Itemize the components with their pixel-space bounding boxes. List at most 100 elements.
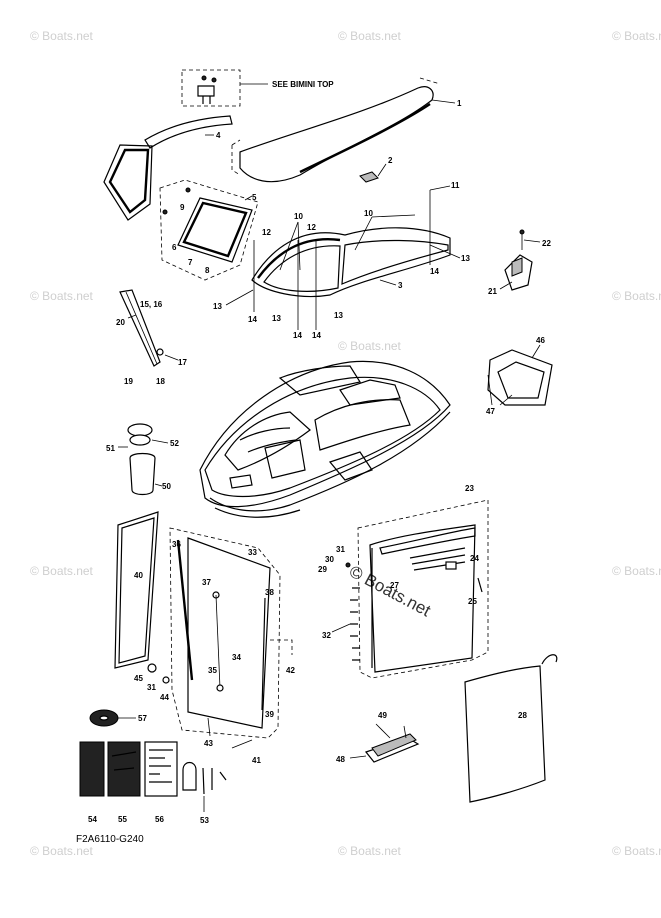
leader-line [279, 221, 299, 271]
gasket-28 [464, 665, 546, 803]
callout-40: 40 [134, 571, 143, 580]
callout-35: 35 [208, 666, 217, 675]
callout-3: 3 [398, 281, 403, 290]
callout-9: 9 [180, 203, 185, 212]
hull-seat-back [264, 439, 306, 479]
callout-53: 53 [200, 816, 209, 825]
liner-fastener [345, 562, 351, 568]
handle-group: 49 48 [336, 711, 420, 764]
callout-17: 17 [178, 358, 187, 367]
callout-1: 1 [457, 99, 462, 108]
side-glass-right [341, 239, 449, 285]
door-screw [207, 717, 211, 737]
rail-clip [359, 171, 379, 183]
hull-outline [199, 360, 451, 508]
manual-56 [144, 741, 178, 797]
leader-line [349, 755, 367, 759]
callout-5: 5 [252, 193, 257, 202]
watermark: © Boats.net [338, 29, 402, 43]
callout-14b: 14 [293, 331, 302, 340]
left-liner-panel: 40 [114, 511, 159, 669]
handle-screw [403, 725, 407, 739]
cup-holder-ring [127, 423, 153, 437]
hull-deck [204, 376, 441, 498]
callout-31: 31 [147, 683, 156, 692]
leader-line [164, 354, 179, 361]
watermark: © Boats.net [30, 289, 94, 303]
callout-13b: 13 [213, 302, 222, 311]
leader-line [499, 281, 513, 290]
vent-dash-box [159, 179, 259, 281]
boat-hull [199, 360, 451, 518]
vent-hinge [185, 187, 191, 193]
bracket-group: 22 21 [488, 229, 551, 296]
manual-56-lines [149, 749, 173, 783]
leader-line [431, 99, 456, 104]
frame-glass [108, 148, 150, 214]
storage-bin [487, 349, 553, 406]
side-glass-trim [257, 238, 341, 279]
callout-14: 14 [248, 315, 257, 324]
watermark: © Boats.net [30, 564, 94, 578]
liner-dash-box [357, 499, 489, 679]
door-hinge-34 [261, 597, 266, 711]
right-liner-assembly: 23 24 25 27 31 30 29 32 [318, 484, 489, 679]
callout-12: 12 [262, 228, 271, 237]
cup-holder-body [129, 452, 156, 496]
drawing-code: F2A6110-G240 [76, 834, 144, 845]
callout-33: 33 [248, 548, 257, 557]
leader-line [151, 439, 169, 444]
hull-helm [339, 379, 401, 406]
callout-55: 55 [118, 815, 127, 824]
callout-28: 28 [518, 711, 527, 720]
door-bushing [162, 676, 170, 684]
callout-49: 49 [378, 711, 387, 720]
leader-line [429, 185, 451, 191]
hull-windshield [278, 365, 361, 396]
leader-line [127, 314, 137, 319]
vent-frame-inner [182, 201, 248, 258]
leader-line [371, 214, 416, 218]
leader-line [377, 163, 387, 177]
callout-31a: 31 [336, 545, 345, 554]
bracket-screw-head [519, 229, 525, 235]
strut-group: 15, 16 20 17 18 19 [116, 289, 187, 386]
liner-vents [409, 547, 466, 571]
callout-19: 19 [124, 377, 133, 386]
callout-46: 46 [536, 336, 545, 345]
hull-bow-seat [224, 411, 311, 471]
callout-18: 18 [156, 377, 165, 386]
callout-13: 13 [461, 254, 470, 263]
leader-line [331, 623, 351, 633]
callout-29: 29 [318, 565, 327, 574]
leader-line [499, 394, 513, 406]
callout-14d: 14 [430, 267, 439, 276]
callout-6: 6 [172, 243, 177, 252]
bimini-fittings-group: SEE BIMINI TOP [181, 69, 334, 107]
liner-clips [350, 587, 360, 661]
handle-48-top [371, 733, 417, 757]
door-assembly: 33 36 37 38 34 35 39 42 43 41 45 31 44 [134, 527, 295, 765]
callout-48: 48 [336, 755, 345, 764]
watermark: © Boats.net [338, 339, 402, 353]
callout-52: 52 [170, 439, 179, 448]
callout-32: 32 [322, 631, 331, 640]
strut-center [125, 291, 158, 365]
callout-36: 36 [172, 540, 181, 549]
callout-10b: 10 [364, 209, 373, 218]
leader-line [379, 279, 397, 286]
callout-21: 21 [488, 287, 497, 296]
callout-8: 8 [205, 266, 210, 275]
liner-top-trim [379, 527, 476, 555]
strut-rod [119, 289, 161, 367]
hull-bow-hatch [229, 474, 253, 489]
callout-45: 45 [134, 674, 143, 683]
vent-hinge [162, 209, 168, 215]
door-panel [187, 537, 271, 729]
hull-keel [214, 507, 301, 518]
hull-cushion-lines [239, 427, 297, 453]
cup-holder-seal [129, 434, 151, 446]
side-windshield: 10 10 11 12 12 13 13 13 13 14 14 14 14 3 [213, 181, 470, 340]
door-bumper [147, 663, 157, 673]
watermark: © Boats.net [612, 844, 661, 858]
